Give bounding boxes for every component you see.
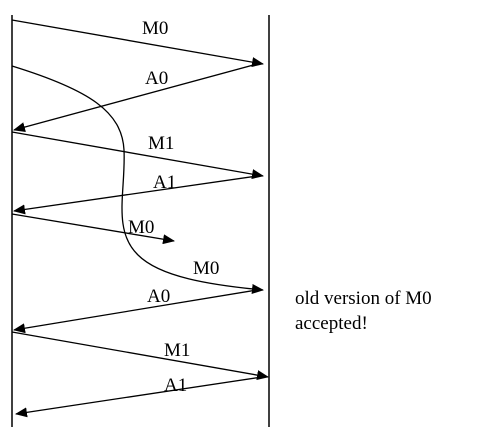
annotation-note: old version of M0 accepted!	[295, 286, 432, 336]
m1-second-arrow	[11, 331, 269, 381]
m0-retransmit-arrow	[11, 213, 175, 245]
m0-delayed-label: M0	[193, 258, 219, 279]
a1-label: A1	[153, 172, 176, 193]
m0-arrow	[11, 19, 264, 68]
m1-second-label: M1	[164, 340, 190, 361]
m1-arrow	[11, 131, 264, 180]
a0-second-label: A0	[147, 286, 170, 307]
a1-arrow	[13, 175, 258, 215]
annotation-line-1: old version of M0	[295, 288, 432, 309]
annotation-line-2: accepted!	[295, 313, 368, 334]
a0-second-arrow	[13, 289, 258, 334]
a1-second-arrow	[15, 376, 263, 418]
a0-arrow	[13, 63, 258, 132]
a1-second-label: A1	[164, 375, 187, 396]
m0-retransmit-label: M0	[128, 217, 154, 238]
m1-label: M1	[148, 133, 174, 154]
m0-delayed-curve	[11, 65, 264, 294]
m0-label: M0	[142, 18, 168, 39]
a0-label: A0	[145, 68, 168, 89]
